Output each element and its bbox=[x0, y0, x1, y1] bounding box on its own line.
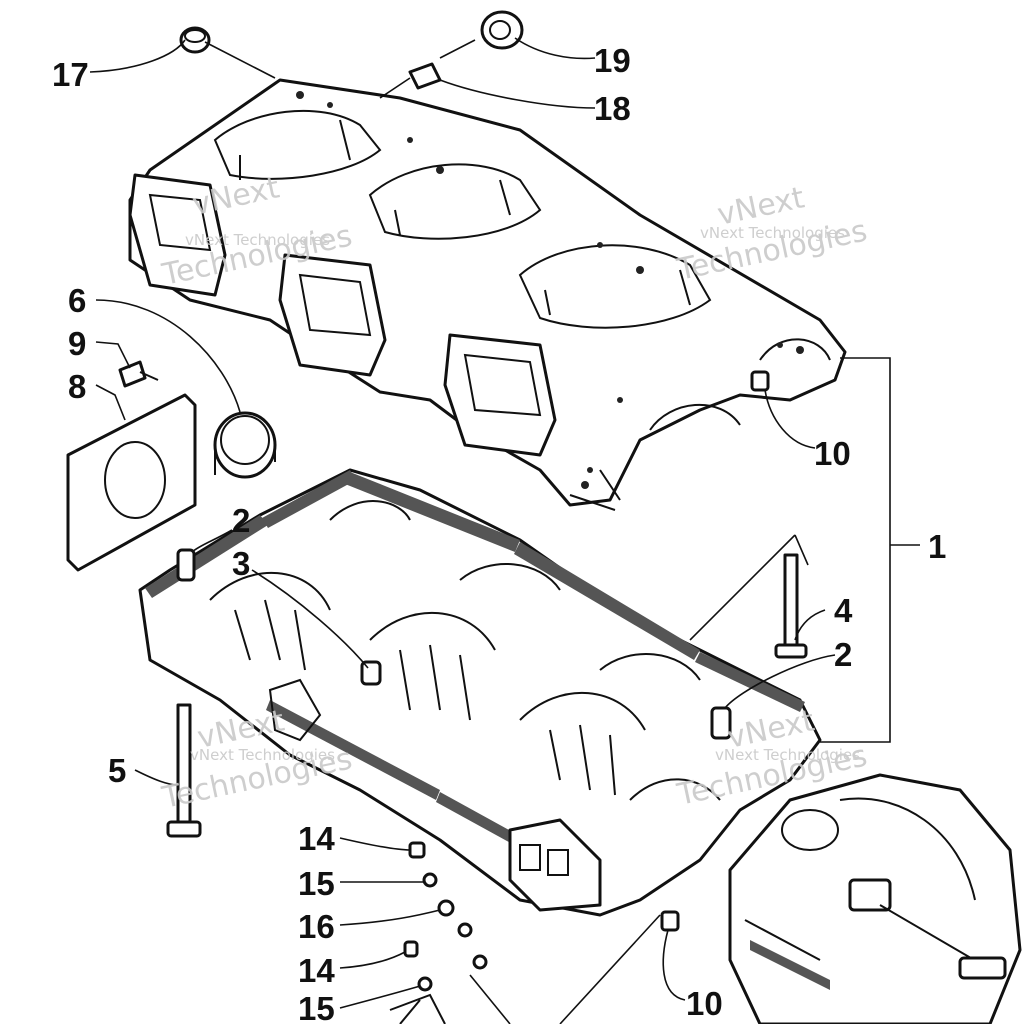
watermark-text: vNext Technologies bbox=[715, 746, 860, 764]
callout-15-upper: 15 bbox=[298, 865, 335, 902]
bearing-19 bbox=[480, 10, 524, 50]
callout-10-upper: 10 bbox=[814, 435, 851, 472]
callout-14-lower: 14 bbox=[298, 952, 335, 989]
dowel-10a bbox=[750, 370, 770, 392]
callout-8: 8 bbox=[68, 368, 86, 405]
dowel-10b bbox=[660, 910, 680, 932]
leader-lines bbox=[89, 37, 920, 1024]
bolt-5 bbox=[166, 703, 202, 838]
callout-3: 3 bbox=[232, 545, 250, 582]
watermark-text: vNext Technologies bbox=[190, 746, 335, 764]
callout-18: 18 bbox=[594, 90, 631, 127]
small-fasteners bbox=[389, 841, 488, 1024]
dowel-pin-18 bbox=[408, 62, 442, 90]
seal-ring-6 bbox=[213, 411, 277, 479]
callout-15-lower: 15 bbox=[298, 990, 335, 1024]
callout-10-lower: 10 bbox=[686, 985, 723, 1022]
bolt-9 bbox=[118, 360, 159, 388]
watermark-text: vNext Technologies bbox=[185, 231, 330, 249]
callout-2-right: 2 bbox=[834, 636, 852, 673]
callout-5: 5 bbox=[108, 752, 126, 789]
callout-6: 6 bbox=[68, 282, 86, 319]
callout-16: 16 bbox=[298, 908, 335, 945]
bolt-4 bbox=[774, 553, 808, 659]
lower-crankcase bbox=[138, 468, 822, 917]
plug-17 bbox=[179, 26, 211, 54]
watermark-text: vNext Technologies bbox=[700, 224, 845, 242]
callout-4: 4 bbox=[834, 592, 853, 629]
front-housing bbox=[728, 773, 1022, 1024]
cover-plate-8 bbox=[66, 393, 197, 572]
callout-14-upper: 14 bbox=[298, 820, 335, 857]
dowel-3 bbox=[360, 660, 382, 686]
callout-2-left: 2 bbox=[232, 502, 250, 539]
callout-19: 19 bbox=[594, 42, 631, 79]
callout-labels: 17 19 18 6 9 8 10 2 3 1 4 2 5 14 15 16 1… bbox=[52, 42, 946, 1024]
callout-1: 1 bbox=[928, 528, 946, 565]
callout-17: 17 bbox=[52, 56, 89, 93]
callout-9: 9 bbox=[68, 325, 86, 362]
dowel-2a bbox=[176, 548, 196, 582]
upper-crankcase bbox=[128, 78, 847, 511]
dowel-2b bbox=[710, 706, 732, 740]
